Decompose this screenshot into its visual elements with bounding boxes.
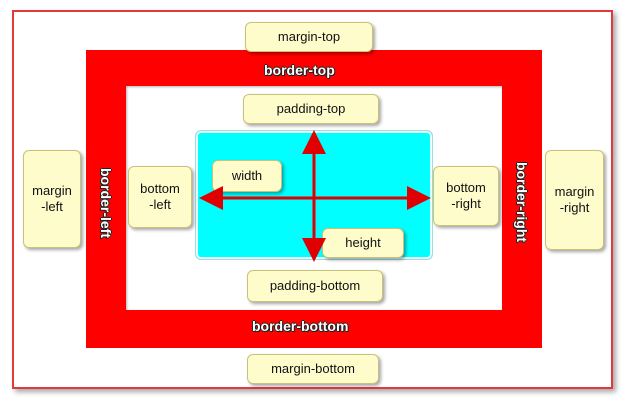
border-bottom-label: border-bottom [252, 318, 349, 334]
padding-left-label: bottom -left [128, 166, 192, 228]
margin-top-label: margin-top [245, 22, 373, 52]
margin-left-label: margin -left [23, 150, 81, 248]
padding-top-label: padding-top [243, 94, 379, 124]
height-label: height [322, 228, 404, 258]
padding-right-label: bottom -right [433, 166, 499, 226]
width-label: width [212, 160, 282, 192]
border-right-label: border-right [514, 161, 531, 243]
border-left-label: border-left [98, 168, 114, 238]
border-top-label: border-top [264, 62, 335, 78]
border-left-label-wrap: border-left [92, 156, 120, 250]
margin-bottom-label: margin-bottom [247, 354, 379, 384]
padding-bottom-label: padding-bottom [247, 270, 383, 302]
border-right-label-wrap: border-right [508, 144, 536, 260]
margin-right-label: margin -right [545, 150, 604, 250]
